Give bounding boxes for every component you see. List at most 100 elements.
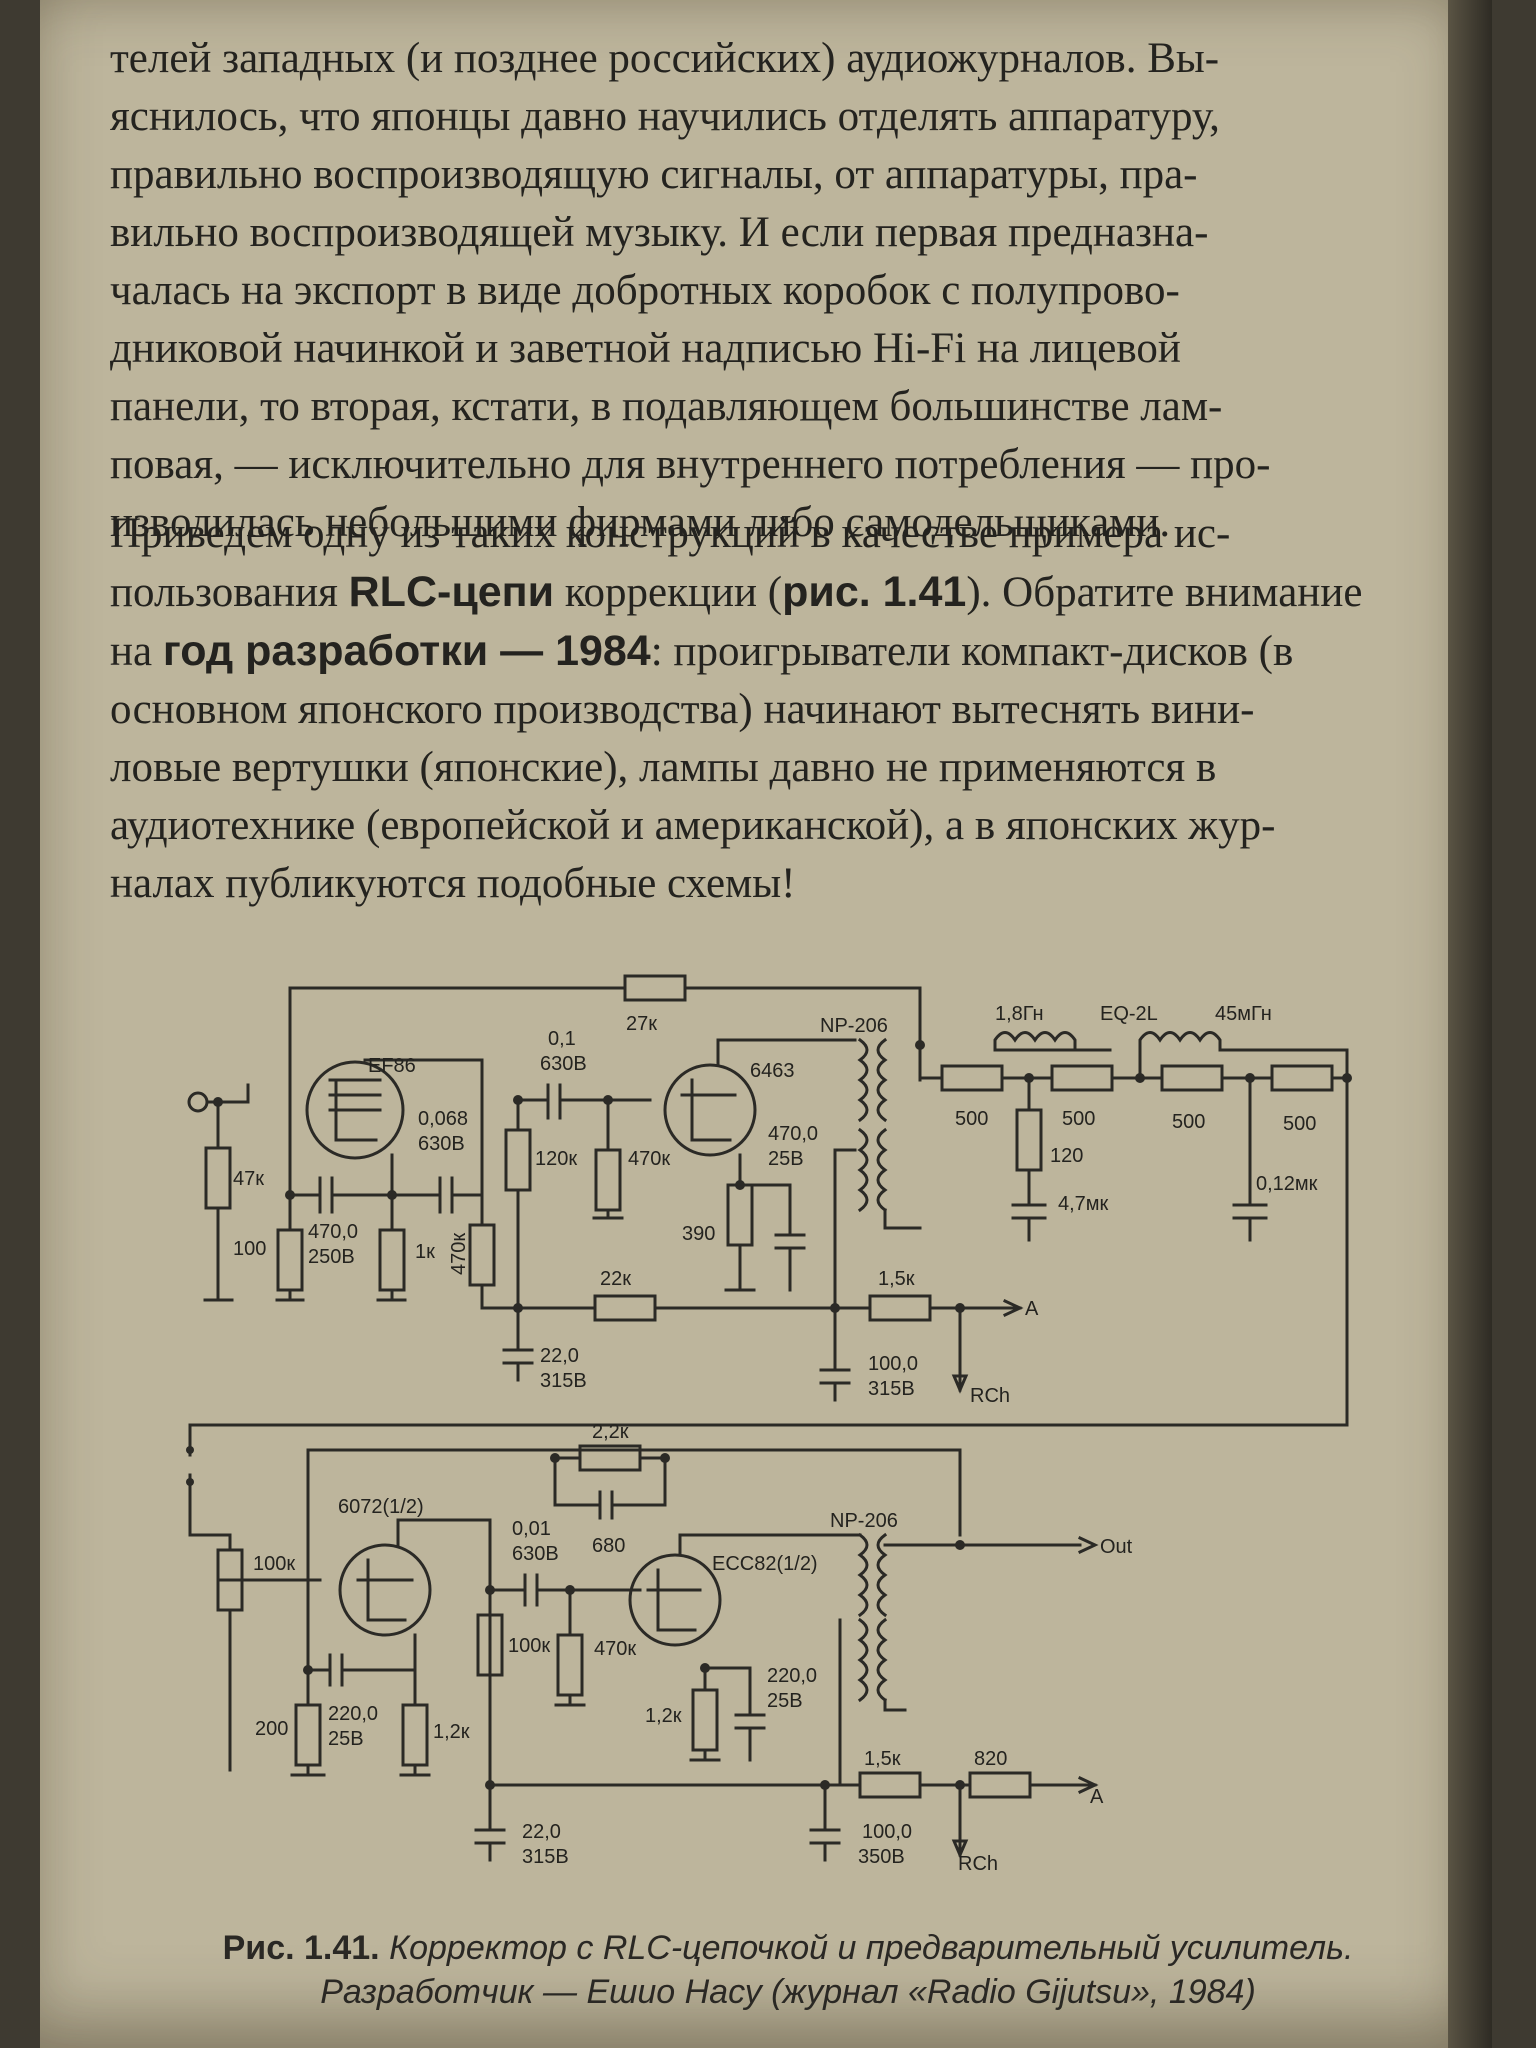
text-line: на год разработки — 1984: проигрыватели … <box>110 622 1440 681</box>
label-c-cath2: 220,0 <box>767 1665 817 1687</box>
tube-ecc82 <box>628 1553 722 1647</box>
label-c-screen: 0,068 <box>418 1108 468 1130</box>
text-span: ). Обратите внимание <box>966 569 1363 616</box>
bold-term: год разработки — 1984 <box>162 627 651 675</box>
text-line: яснилось, что японцы давно научились отд… <box>110 93 1220 140</box>
label-r-1k: 1к <box>415 1241 435 1263</box>
label-r-820: 820 <box>974 1748 1007 1770</box>
label-out-rch-2: RCh <box>958 1853 998 1875</box>
caption-line-1: Рис. 1.41. Корректор с RLC-цепочкой и пр… <box>168 1926 1408 1970</box>
label-c-coupling-2-v: 630В <box>512 1543 559 1565</box>
label-transformer-2: NP-206 <box>830 1510 898 1532</box>
label-c-22: 22,0 <box>540 1345 579 1367</box>
label-c-coupling: 0,1 <box>548 1028 576 1050</box>
label-c-cathode: 470,0 <box>308 1221 358 1243</box>
text-line: вильно воспроизводящей музыку. И если пе… <box>110 209 1209 256</box>
label-c-22-2-v: 315В <box>522 1846 569 1868</box>
label-r-cathode: 100 <box>233 1238 266 1260</box>
label-c-coupling-v: 630В <box>540 1053 587 1075</box>
label-r500-3: 500 <box>1172 1111 1205 1133</box>
label-c-coupling-2: 0,01 <box>512 1518 551 1540</box>
tube-ef86 <box>305 1060 405 1160</box>
label-out-rch: RCh <box>970 1385 1010 1407</box>
label-c-cathode2-v: 25В <box>768 1148 804 1170</box>
figure-reference: рис. 1.41 <box>782 568 967 616</box>
label-out: Out <box>1100 1536 1133 1558</box>
label-c47: 4,7мк <box>1058 1193 1109 1215</box>
caption-text-1: Корректор с RLC-цепочкой и предварительн… <box>379 1929 1354 1967</box>
label-c-100: 100,0 <box>868 1353 918 1375</box>
label-c-cath2-v: 25В <box>767 1690 803 1712</box>
label-r-1-5k: 1,5к <box>878 1268 915 1290</box>
input-terminal <box>187 1091 209 1113</box>
text-line: телей западных (и позднее российских) ау… <box>110 35 1220 82</box>
paragraph-1: телей западных (и позднее российских) ау… <box>110 30 1440 552</box>
label-tube-ecc82: ECC82(1/2) <box>712 1553 818 1575</box>
label-r120: 120 <box>1050 1145 1083 1167</box>
label-c-fb: 680 <box>592 1535 625 1557</box>
label-r-200: 200 <box>255 1718 288 1740</box>
caption-text-2: Разработчик — Ешио Насу (журнал «Radio G… <box>320 1973 1256 2011</box>
caption-figure-number: Рис. 1.41. <box>222 1929 380 1967</box>
text-span: : проигрыватели компакт-дисков (в <box>650 628 1294 675</box>
label-r-470k: 470к <box>594 1638 636 1660</box>
bold-term: RLC-цепи <box>348 568 555 616</box>
label-c-cath1-v: 25В <box>328 1728 364 1750</box>
label-r-1-2k-b: 1,2к <box>645 1705 682 1727</box>
label-l1: 1,8Гн <box>995 1003 1044 1025</box>
label-c012: 0,12мк <box>1256 1173 1318 1195</box>
label-r-input: 47к <box>233 1168 264 1190</box>
tube-6072 <box>338 1543 432 1637</box>
label-r-100k: 100к <box>508 1635 550 1657</box>
label-c-100-2-v: 350В <box>858 1846 905 1868</box>
label-c-cathode-v: 250В <box>308 1246 355 1268</box>
label-tube-6072: 6072(1/2) <box>338 1496 424 1518</box>
label-out-a-2: А <box>1090 1786 1104 1808</box>
label-c-cathode2: 470,0 <box>768 1123 818 1145</box>
label-c-100-2: 100,0 <box>862 1821 912 1843</box>
text-line: дниковой начинкой и заветной надписью Hi… <box>110 325 1181 372</box>
text-line: чалась на экспорт в виде добротных короб… <box>110 267 1180 314</box>
label-eq: EQ-2L <box>1100 1003 1158 1025</box>
tube-6463 <box>663 1063 757 1157</box>
label-r-1-2k-a: 1,2к <box>433 1721 470 1743</box>
label-r500-4: 500 <box>1283 1113 1316 1135</box>
label-r-feedback: 27к <box>626 1013 657 1035</box>
text-line: налах публикуются подобные схемы! <box>110 860 796 907</box>
text-span: на <box>110 628 163 675</box>
label-c-100-v: 315В <box>868 1378 915 1400</box>
label-r-470k-screen: 470к <box>448 1233 470 1275</box>
label-pot: 100к <box>253 1553 295 1575</box>
label-out-a: А <box>1025 1298 1039 1320</box>
text-span: пользования <box>110 569 349 616</box>
book-page <box>40 0 1492 2048</box>
text-line: правильно воспроизводящую сигналы, от ап… <box>110 151 1198 198</box>
text-line: аудиотехнике (европейской и американской… <box>110 802 1276 849</box>
label-r-22k: 22к <box>600 1268 631 1290</box>
label-r500-2: 500 <box>1062 1108 1095 1130</box>
label-tube1: EF86 <box>368 1055 416 1077</box>
label-c-cath1: 220,0 <box>328 1703 378 1725</box>
label-c-22-2: 22,0 <box>522 1821 561 1843</box>
text-line: пользования RLC-цепи коррекции (рис. 1.4… <box>110 563 1440 622</box>
text-line: панели, то вторая, кстати, в подавляющем… <box>110 383 1223 430</box>
label-transformer: NP-206 <box>820 1015 888 1037</box>
text-line: изводилась небольшими фирмами либо самод… <box>110 499 1171 546</box>
text-span: коррекции ( <box>554 569 783 616</box>
paragraph-2: Приведем одну из таких конструкций в кач… <box>110 505 1440 913</box>
label-tube2: 6463 <box>750 1060 795 1082</box>
label-r-fb: 2,2к <box>592 1421 629 1443</box>
text-line: основном японского производства) начинаю… <box>110 686 1255 733</box>
label-r-390: 390 <box>682 1223 715 1245</box>
label-r-120k: 120к <box>535 1148 577 1170</box>
label-r-470k-grid: 470к <box>628 1148 670 1170</box>
page-edge-shadow <box>1448 0 1492 2048</box>
text-line: Приведем одну из таких конструкций в кач… <box>110 510 1231 557</box>
figure-caption: Рис. 1.41. Корректор с RLC-цепочкой и пр… <box>168 1926 1408 2014</box>
text-line: повая, — исключительно для внутреннего п… <box>110 441 1271 488</box>
label-r-1-5k-2: 1,5к <box>864 1748 901 1770</box>
label-c-screen-v: 630В <box>418 1133 465 1155</box>
label-l2: 45мГн <box>1215 1003 1272 1025</box>
label-c-22-v: 315В <box>540 1370 587 1392</box>
